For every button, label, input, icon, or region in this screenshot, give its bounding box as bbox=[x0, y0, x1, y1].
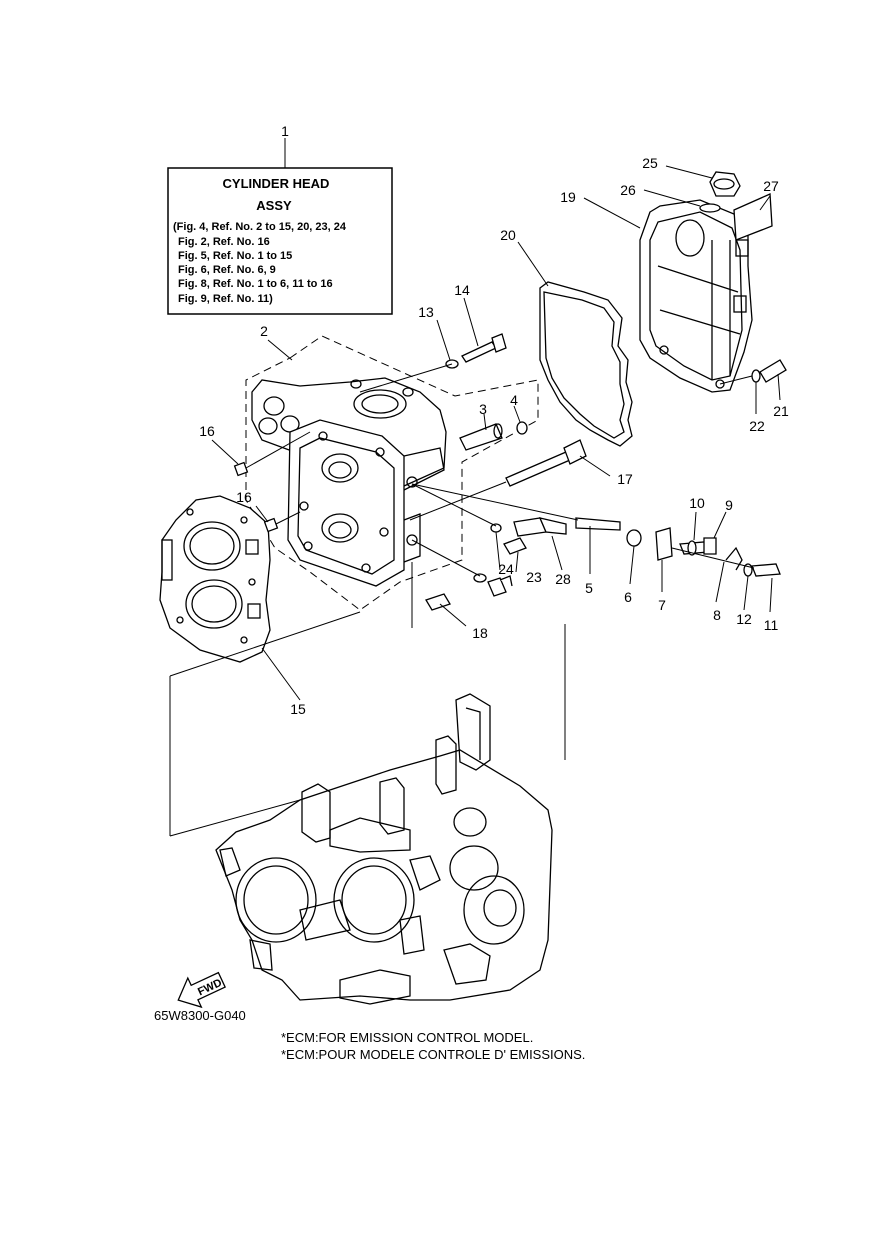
info-box-title: CYLINDER HEAD bbox=[223, 176, 330, 191]
callout-26: 26 bbox=[620, 182, 636, 198]
bolt-18 bbox=[425, 593, 451, 611]
callout-8: 8 bbox=[713, 607, 721, 623]
label-27 bbox=[733, 193, 773, 241]
callout-4: 4 bbox=[510, 392, 518, 408]
callout-20: 20 bbox=[500, 227, 516, 243]
callout-21: 21 bbox=[773, 403, 789, 419]
washer-24 bbox=[490, 523, 502, 533]
cap-6 bbox=[626, 529, 642, 547]
callout-16b: 16 bbox=[236, 489, 252, 505]
bolt-9 bbox=[679, 537, 717, 555]
callout-25: 25 bbox=[642, 155, 658, 171]
ecm-note-fr: *ECM:POUR MODELE CONTROLE D' EMISSIONS. bbox=[281, 1047, 586, 1062]
info-box-subtitle: ASSY bbox=[256, 198, 292, 213]
callout-17: 17 bbox=[617, 471, 633, 487]
shaft-5 bbox=[575, 517, 621, 531]
callout-3: 3 bbox=[479, 401, 487, 417]
cylinder-head bbox=[251, 377, 447, 587]
callout-labels: 1 2 3 4 5 6 7 8 9 10 11 12 13 14 15 16 1… bbox=[199, 123, 789, 717]
callout-14: 14 bbox=[454, 282, 470, 298]
info-box-line: Fig. 9, Ref. No. 11) bbox=[178, 293, 273, 305]
info-box-line: Fig. 8, Ref. No. 1 to 6, 11 to 16 bbox=[178, 278, 333, 290]
callout-9: 9 bbox=[725, 497, 733, 513]
bolt-11 bbox=[751, 563, 781, 577]
ecm-note-en: *ECM:FOR EMISSION CONTROL MODEL. bbox=[281, 1030, 534, 1045]
bolt-23 bbox=[487, 537, 527, 597]
callout-16: 16 bbox=[199, 423, 215, 439]
info-box: CYLINDER HEAD ASSY (Fig. 4, Ref. No. 2 t… bbox=[167, 167, 393, 315]
callout-13: 13 bbox=[418, 304, 434, 320]
o-ring-4 bbox=[516, 421, 528, 435]
info-box-line: (Fig. 4, Ref. No. 2 to 15, 20, 23, 24 bbox=[173, 221, 347, 233]
callout-2: 2 bbox=[260, 323, 268, 339]
spark-plug-28 bbox=[513, 517, 567, 537]
callout-18: 18 bbox=[472, 625, 488, 641]
o-ring-26 bbox=[699, 203, 721, 213]
bracket-7 bbox=[655, 527, 673, 561]
dowel-16 bbox=[233, 461, 249, 477]
info-box-line: Fig. 6, Ref. No. 6, 9 bbox=[178, 264, 276, 276]
callout-28: 28 bbox=[555, 571, 571, 587]
head-gasket bbox=[159, 495, 271, 663]
clip-8 bbox=[725, 546, 743, 571]
callout-27: 27 bbox=[763, 178, 779, 194]
drawing-code: 65W8300-G040 bbox=[154, 1008, 246, 1023]
callout-19: 19 bbox=[560, 189, 576, 205]
callout-5: 5 bbox=[585, 580, 593, 596]
cylinder-block bbox=[215, 693, 553, 1005]
cylinder-head-cover bbox=[639, 199, 753, 393]
callout-1: 1 bbox=[281, 123, 289, 139]
cap-25 bbox=[709, 171, 741, 197]
callout-22: 22 bbox=[749, 418, 765, 434]
fitting-14 bbox=[461, 333, 507, 363]
callout-15: 15 bbox=[290, 701, 306, 717]
washer-10 bbox=[687, 540, 697, 556]
callout-7: 7 bbox=[658, 597, 666, 613]
info-box-line: Fig. 5, Ref. No. 1 to 15 bbox=[178, 250, 292, 262]
bolt-21 bbox=[759, 359, 787, 383]
callout-11: 11 bbox=[764, 617, 779, 633]
callout-6: 6 bbox=[624, 589, 632, 605]
callout-10: 10 bbox=[689, 495, 705, 511]
cover-gasket bbox=[539, 281, 633, 447]
callout-23: 23 bbox=[526, 569, 542, 585]
callout-12: 12 bbox=[736, 611, 752, 627]
washer-24 bbox=[473, 573, 487, 583]
info-box-line: Fig. 2, Ref. No. 16 bbox=[178, 236, 270, 248]
washer-22 bbox=[751, 369, 761, 383]
part-3 bbox=[459, 423, 503, 451]
bolt-17 bbox=[505, 439, 587, 487]
fwd-label: FWD bbox=[196, 977, 224, 998]
callout-24: 24 bbox=[498, 561, 514, 577]
